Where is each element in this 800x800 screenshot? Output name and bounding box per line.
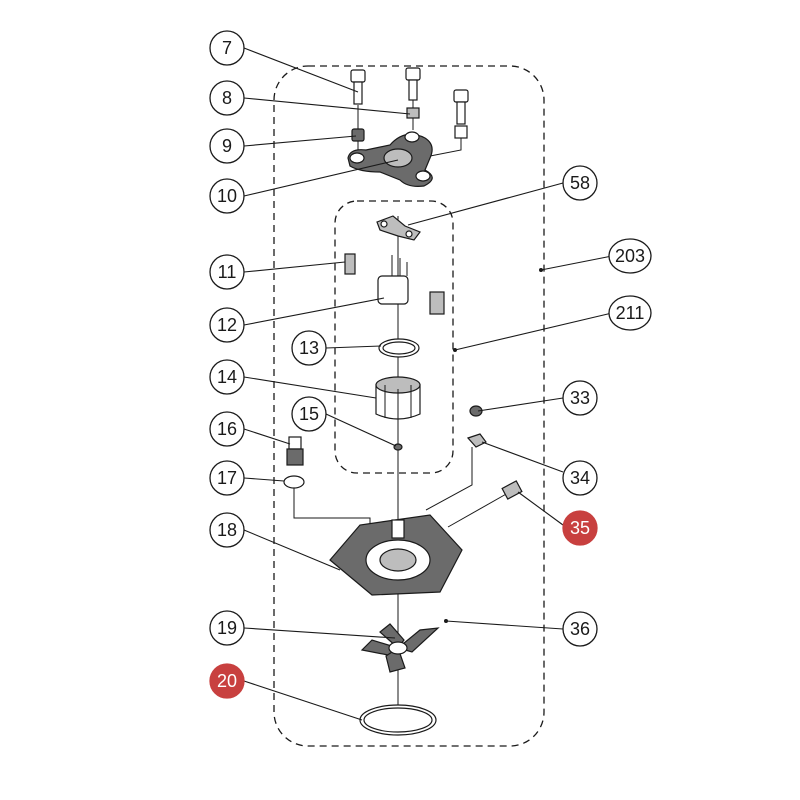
callout-14-bubble xyxy=(209,359,245,395)
callout-34-label: 34 xyxy=(570,468,590,488)
part-fitting-16 xyxy=(286,436,304,466)
assembly-outline-203 xyxy=(273,65,545,747)
callout-16: 16 xyxy=(209,411,245,447)
part-brush-11 xyxy=(344,253,356,275)
callout-19-label: 19 xyxy=(217,618,237,638)
part-oring-17 xyxy=(283,475,305,489)
callout-8-bubble xyxy=(209,80,245,116)
callout-9-label: 9 xyxy=(222,136,232,156)
callout-20-bubble xyxy=(209,663,245,699)
callout-33: 33 xyxy=(562,380,598,416)
callout-12: 12 xyxy=(209,307,245,343)
callout-35-label: 35 xyxy=(570,518,590,538)
callout-211-label: 211 xyxy=(616,303,645,323)
callout-17-bubble xyxy=(209,460,245,496)
part-screw-33 xyxy=(469,405,483,417)
assembly-outline-211 xyxy=(334,200,454,474)
callout-13: 13 xyxy=(291,330,327,366)
callout-211: 211 xyxy=(608,295,652,331)
callout-18: 18 xyxy=(209,512,245,548)
callout-9: 9 xyxy=(209,128,245,164)
part-sensor-35 xyxy=(447,480,523,528)
part-contact-58 xyxy=(376,215,421,241)
callout-11-bubble xyxy=(209,254,245,290)
callout-12-bubble xyxy=(209,307,245,343)
callout-33-bubble xyxy=(562,380,598,416)
part-gasket-20 xyxy=(359,704,437,736)
callout-14: 14 xyxy=(209,359,245,395)
callout-203-bubble xyxy=(608,238,652,274)
callout-12-label: 12 xyxy=(217,315,237,335)
part-screws-7 xyxy=(350,67,469,125)
callout-11: 11 xyxy=(209,254,245,290)
callout-10-bubble xyxy=(209,178,245,214)
callout-19-bubble xyxy=(209,610,245,646)
callout-36-label: 36 xyxy=(570,619,590,639)
callout-10: 10 xyxy=(209,178,245,214)
callout-18-label: 18 xyxy=(217,520,237,540)
callout-34: 34 xyxy=(562,460,598,496)
callout-10-label: 10 xyxy=(217,186,237,206)
part-clip-15 xyxy=(393,443,403,451)
callout-17-label: 17 xyxy=(217,468,237,488)
callout-58: 58 xyxy=(562,165,598,201)
callout-13-bubble xyxy=(291,330,327,366)
callout-9-bubble xyxy=(209,128,245,164)
callout-35: 35 xyxy=(562,510,598,546)
callout-18-bubble xyxy=(209,512,245,548)
callout-203: 203 xyxy=(608,238,652,274)
callout-58-label: 58 xyxy=(570,173,590,193)
callout-8-label: 8 xyxy=(222,88,232,108)
part-spacers-8 xyxy=(406,107,468,139)
callout-20: 20 xyxy=(209,663,245,699)
part-motor-base-18 xyxy=(329,514,463,596)
callout-16-bubble xyxy=(209,411,245,447)
callout-19: 19 xyxy=(209,610,245,646)
callout-7: 7 xyxy=(209,30,245,66)
callout-11-label: 11 xyxy=(218,262,237,282)
callout-35-bubble xyxy=(562,510,598,546)
callout-17: 17 xyxy=(209,460,245,496)
callout-15: 15 xyxy=(291,396,327,432)
callout-13-label: 13 xyxy=(299,338,319,358)
part-motor-bracket-10 xyxy=(347,131,433,187)
callout-36: 36 xyxy=(562,611,598,647)
part-washer-9 xyxy=(351,128,365,142)
callout-58-bubble xyxy=(562,165,598,201)
leader-lines xyxy=(243,47,613,721)
callout-7-label: 7 xyxy=(222,38,232,58)
callout-7-bubble xyxy=(209,30,245,66)
callout-203-label: 203 xyxy=(615,246,645,266)
callout-36-bubble xyxy=(562,611,598,647)
callout-16-label: 16 xyxy=(217,419,237,439)
callout-8: 8 xyxy=(209,80,245,116)
callout-14-label: 14 xyxy=(217,367,237,387)
part-brush-holder-12 xyxy=(377,255,445,315)
callout-34-bubble xyxy=(562,460,598,496)
callout-211-bubble xyxy=(608,295,652,331)
callout-20-label: 20 xyxy=(217,671,237,691)
part-ring-13 xyxy=(378,338,420,358)
callout-15-label: 15 xyxy=(299,404,319,424)
part-clamp-34 xyxy=(466,433,487,448)
part-fan-19 xyxy=(360,623,440,673)
callout-33-label: 33 xyxy=(570,388,590,408)
callout-15-bubble xyxy=(291,396,327,432)
part-armature-14 xyxy=(375,376,421,421)
